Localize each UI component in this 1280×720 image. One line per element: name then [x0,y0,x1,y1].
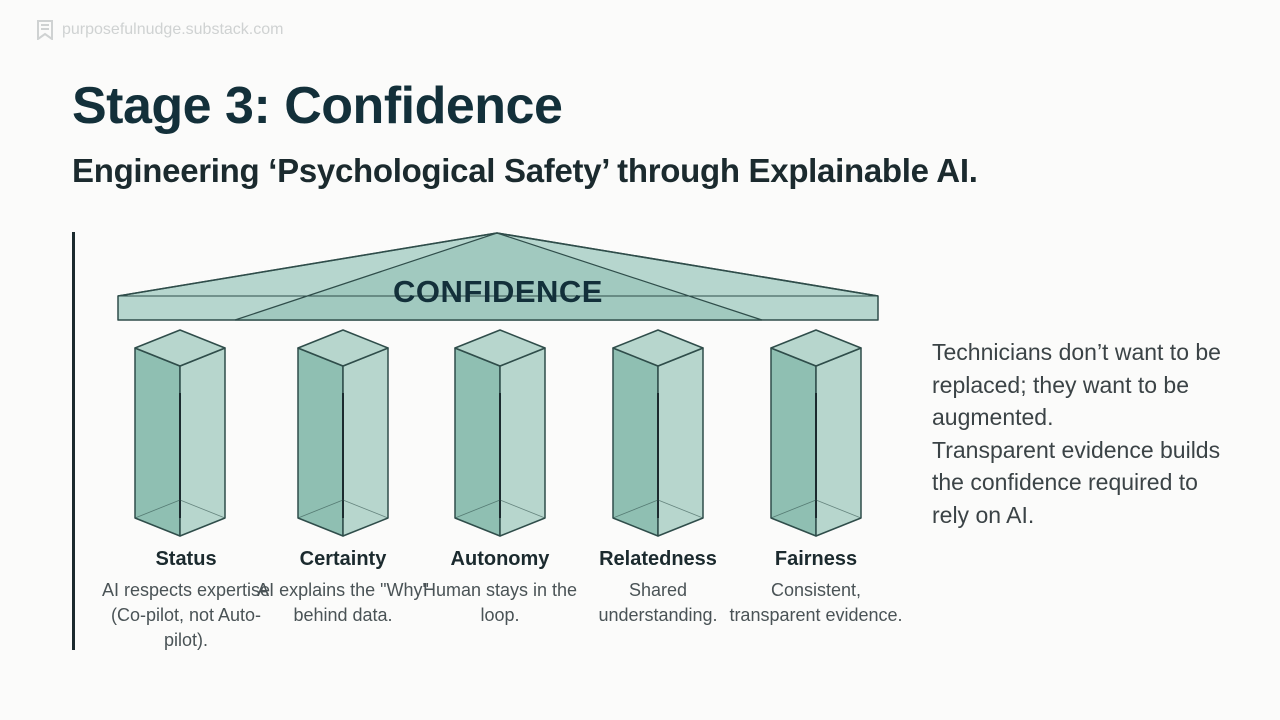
pillar-inner-line-left [134,499,181,519]
pillar-label-autonomy: Autonomy [450,548,550,570]
pillar-top-cap [454,329,546,367]
roof-label: CONFIDENCE [393,274,603,309]
pillar-left-face [454,347,501,537]
pillar-top-cap [297,329,389,367]
pillar-left-face [770,347,817,537]
pillar-right-face [342,347,389,537]
pillar-desc-certainty: AI explains the "Why" behind data. [257,580,429,625]
pillar-label-certainty: Certainty [299,548,387,570]
pillar-desc-relatedness: Shared understanding. [598,580,718,625]
roof-center-facet [234,232,763,321]
pillar-left-face [297,347,344,537]
side-note: Technicians don’t want to be replaced; t… [932,336,1232,531]
pillar-inner-line-right [342,499,389,519]
watermark: purposefulnudge.substack.com [36,20,283,40]
pillar-right-face [499,347,546,537]
pillar-right-face [179,347,226,537]
pillar-top-cap [612,329,704,367]
pillar-desc-fairness: Consistent, transparent evidence. [729,580,903,625]
pillar-label-status: Status [155,548,217,570]
pillar-autonomy [454,329,546,537]
pillar-certainty [297,329,389,537]
pillar-status [134,329,226,537]
pillar-inner-line-left [770,499,817,519]
pillar-fairness [770,329,862,537]
roof-left-slope [117,232,498,297]
pillar-right-face [657,347,704,537]
page-title: Stage 3: Confidence [72,77,563,135]
pillar-left-face [134,347,181,537]
pillar-label-fairness: Fairness [774,548,858,570]
pillar-top-cap [134,329,226,367]
temple-pillars [134,329,862,537]
pillar-inner-line-right [499,499,546,519]
pillar-left-face [612,347,659,537]
vertical-divider [72,232,75,650]
roof-right-slope [496,232,879,297]
pillar-inner-line-right [815,499,862,519]
temple-roof [117,232,879,321]
pillar-inner-line-right [657,499,704,519]
pillar-desc-status: AI respects expertise (Co-pilot, not Aut… [101,580,271,650]
pillar-inner-line-right [179,499,226,519]
pillar-desc-autonomy: Human stays in the loop. [422,580,578,625]
pillar-inner-line-left [612,499,659,519]
watermark-text: purposefulnudge.substack.com [62,21,284,38]
pillar-inner-line-left [454,499,501,519]
pillar-right-face [815,347,862,537]
pillar-label-relatedness: Relatedness [599,548,717,570]
side-note-paragraph-1: Technicians don’t want to be replaced; t… [932,339,1221,430]
page-subtitle: Engineering ‘Psychological Safety’ throu… [72,152,978,189]
pillar-relatedness [612,329,704,537]
pillar-top-cap [770,329,862,367]
bookmark-icon [37,20,53,40]
pillar-inner-line-left [297,499,344,519]
side-note-paragraph-2: Transparent evidence builds the confiden… [932,436,1221,528]
